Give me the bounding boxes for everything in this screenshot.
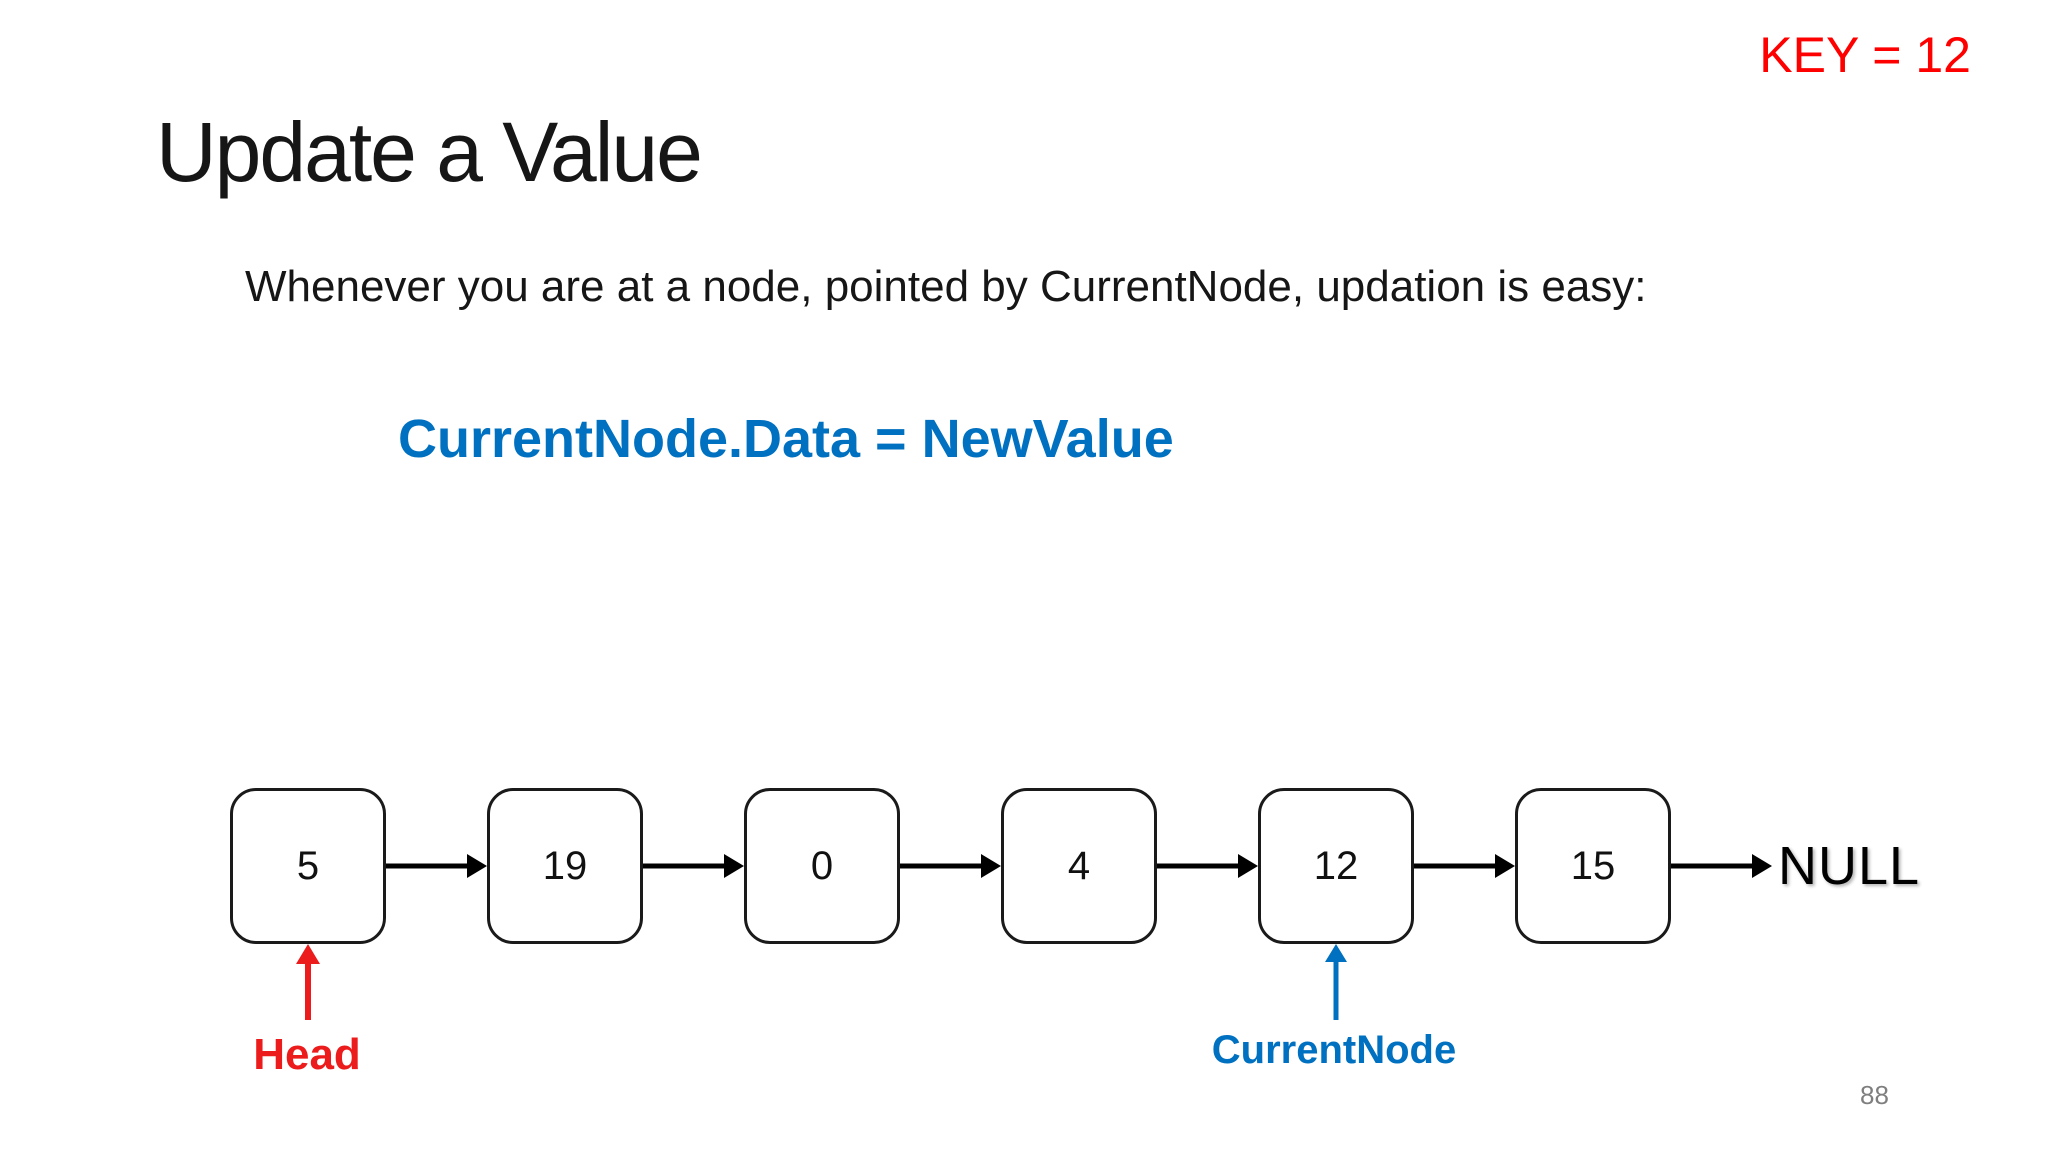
head-label: Head bbox=[253, 1030, 361, 1079]
list-node: 4 bbox=[1001, 788, 1157, 944]
null-label: NULL bbox=[1778, 836, 1921, 896]
arrow-head bbox=[1325, 944, 1347, 962]
node-value: 19 bbox=[542, 843, 588, 888]
page-number: 88 bbox=[1860, 1080, 1889, 1110]
currentnode-pointer-arrow-icon bbox=[1323, 944, 1349, 1020]
arrow-shaft bbox=[1414, 863, 1499, 869]
arrow-shaft bbox=[1333, 960, 1339, 1020]
arrow-shaft bbox=[1157, 863, 1242, 869]
linked-list: 5 19 0 4 12 bbox=[230, 788, 1920, 944]
node-value: 0 bbox=[810, 843, 834, 888]
next-pointer-arrow-icon bbox=[643, 853, 744, 879]
arrow-shaft bbox=[305, 960, 311, 1020]
list-node: 12 bbox=[1258, 788, 1414, 944]
list-node: 0 bbox=[744, 788, 900, 944]
arrow-head bbox=[296, 944, 320, 964]
arrow-head bbox=[981, 854, 1001, 878]
list-node: 19 bbox=[487, 788, 643, 944]
update-statement: CurrentNode.Data = NewValue bbox=[398, 409, 1174, 469]
subtitle-text: Whenever you are at a node, pointed by C… bbox=[245, 262, 1647, 311]
arrow-head bbox=[467, 854, 487, 878]
next-pointer-arrow-icon bbox=[386, 853, 487, 879]
currentnode-label: CurrentNode bbox=[1211, 1028, 1457, 1072]
arrow-head bbox=[1752, 854, 1772, 878]
arrow-head bbox=[1495, 854, 1515, 878]
arrow-shaft bbox=[1671, 863, 1756, 869]
node-value: 5 bbox=[296, 843, 320, 888]
arrow-head bbox=[724, 854, 744, 878]
key-annotation: KEY = 12 bbox=[1759, 27, 1971, 83]
next-pointer-arrow-icon bbox=[1157, 853, 1258, 879]
arrow-shaft bbox=[386, 863, 471, 869]
next-pointer-arrow-icon bbox=[1414, 853, 1515, 879]
node-value: 15 bbox=[1570, 843, 1616, 888]
node-value: 12 bbox=[1313, 843, 1359, 888]
next-pointer-arrow-icon bbox=[900, 853, 1001, 879]
arrow-shaft bbox=[643, 863, 728, 869]
arrow-shaft bbox=[900, 863, 985, 869]
head-pointer-arrow-icon bbox=[295, 944, 321, 1020]
page-title: Update a Value bbox=[156, 105, 703, 199]
arrow-head bbox=[1238, 854, 1258, 878]
node-value: 4 bbox=[1067, 843, 1091, 888]
list-node: 15 bbox=[1515, 788, 1671, 944]
null-pointer-arrow-icon bbox=[1671, 853, 1772, 879]
list-node: 5 bbox=[230, 788, 386, 944]
